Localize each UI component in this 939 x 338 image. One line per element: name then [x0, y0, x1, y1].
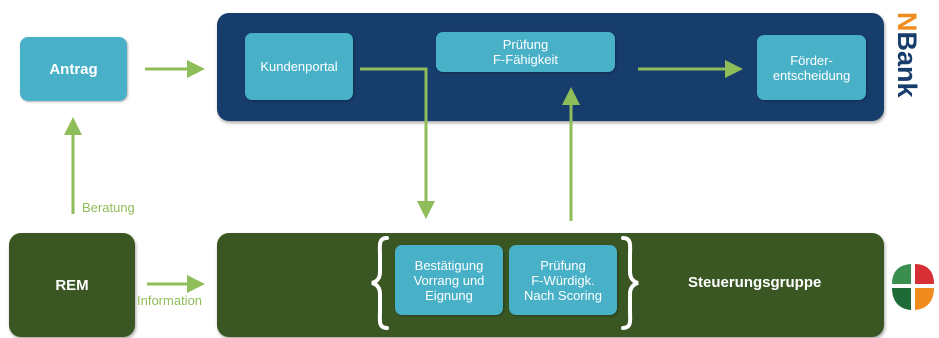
pinwheel-red-quadrant	[915, 264, 934, 284]
pinwheel-logo	[892, 264, 934, 310]
foerderentscheidung-node: Förder- entscheidung	[757, 35, 866, 100]
rem-node: REM	[9, 233, 135, 337]
pinwheel-green-quadrant	[892, 264, 911, 284]
antrag-node: Antrag	[20, 37, 127, 101]
pruefung-f-wuerdigkeit-label: Prüfung F-Würdigk. Nach Scoring	[523, 257, 603, 303]
pruefung-f-faehigkeit-label: Prüfung F-Fähigkeit	[492, 37, 559, 67]
bestaetigung-label: Bestätigung Vorrang und Eignung	[413, 257, 485, 303]
kundenportal-node: Kundenportal	[245, 33, 353, 100]
bestaetigung-node: Bestätigung Vorrang und Eignung	[395, 245, 503, 315]
nbank-logo-bank: Bank	[892, 31, 922, 98]
rem-label: REM	[55, 276, 89, 294]
beratung-edge-label: Beratung	[82, 200, 135, 215]
steuerungsgruppe-label: Steuerungsgruppe	[688, 274, 822, 291]
pinwheel-darkgreen-quadrant	[892, 288, 911, 310]
pinwheel-orange-quadrant	[915, 288, 934, 310]
pruefung-f-wuerdigkeit-node: Prüfung F-Würdigk. Nach Scoring	[509, 245, 617, 315]
nbank-logo: NBank	[890, 8, 930, 124]
pruefung-f-faehigkeit-node: Prüfung F-Fähigkeit	[436, 32, 615, 72]
foerderentscheidung-label: Förder- entscheidung	[772, 52, 851, 83]
antrag-label: Antrag	[49, 60, 98, 78]
information-edge-label: Information	[137, 293, 203, 308]
kundenportal-label: Kundenportal	[260, 59, 338, 74]
nbank-logo-n: N	[892, 12, 922, 32]
